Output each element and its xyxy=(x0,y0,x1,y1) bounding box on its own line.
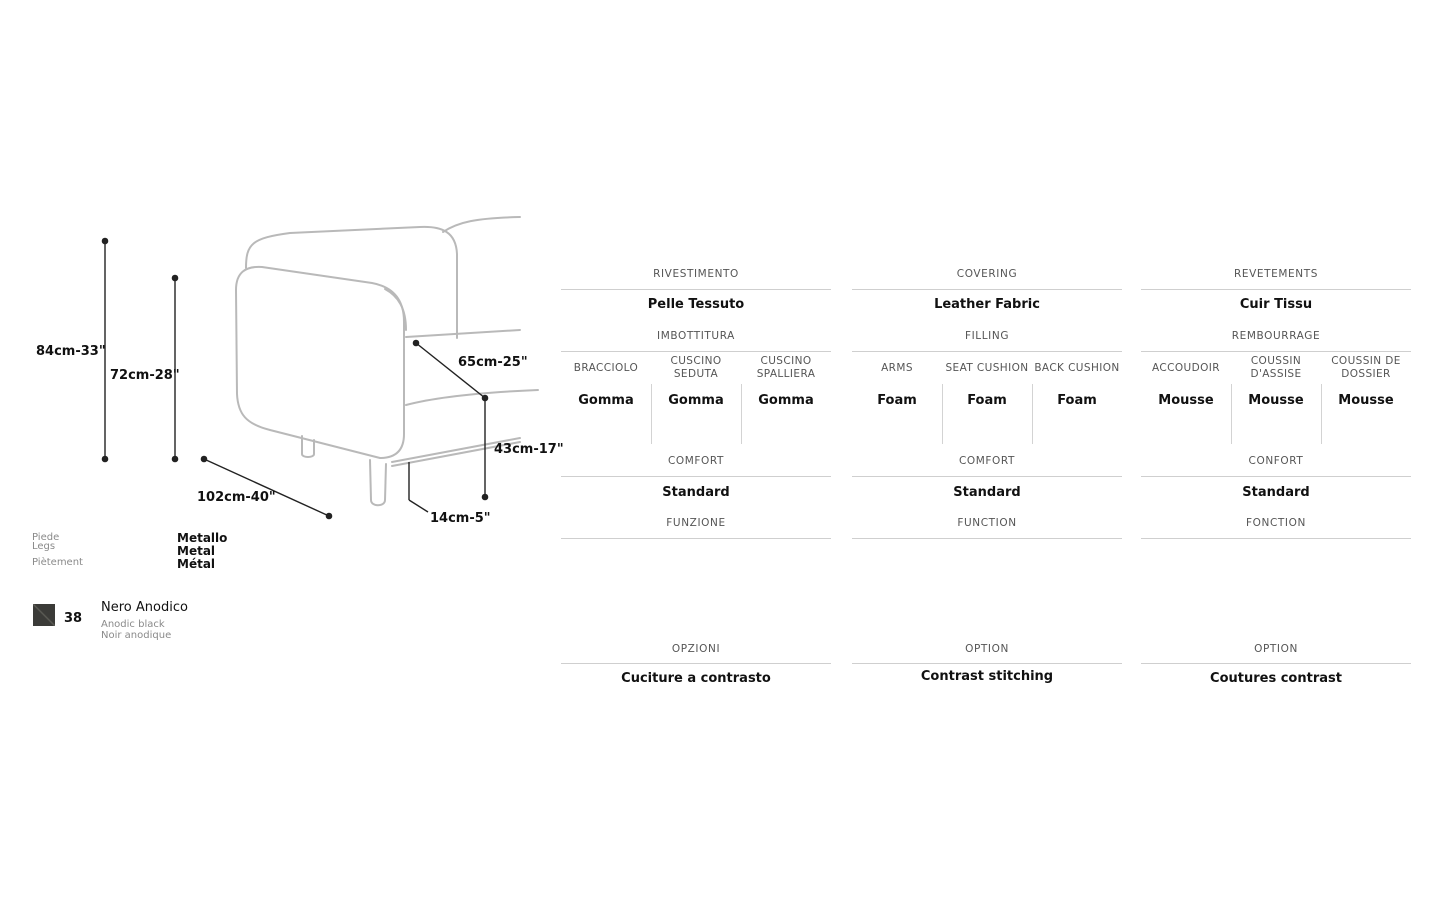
divider xyxy=(1141,289,1411,290)
filling-seat-header: CUSCINO SEDUTA xyxy=(670,355,722,380)
filling-back-header: COUSSIN DE DOSSIER xyxy=(1331,355,1401,380)
finish-swatch xyxy=(33,604,55,626)
finish-name: Nero Anodico xyxy=(101,600,188,615)
legs-value-en: Metal xyxy=(177,544,216,558)
legs-label-it: Piede xyxy=(32,532,60,543)
width-line xyxy=(203,458,330,517)
legs-value-it: Metallo xyxy=(177,531,228,545)
divider xyxy=(1141,351,1411,352)
divider xyxy=(1141,476,1411,477)
divider xyxy=(1141,663,1411,664)
option-header: OPTION xyxy=(1254,643,1298,655)
filling-arms-header: ACCOUDOIR xyxy=(1152,361,1220,374)
covering-value: Pelle Tessuto xyxy=(647,297,745,312)
filling-back-header: CUSCINO SPALLIERA xyxy=(756,355,816,380)
dimension-leg-height: 14cm-5" xyxy=(430,511,491,526)
sofa-drawing xyxy=(101,216,539,520)
filling-arms-value: Mousse xyxy=(1158,393,1214,408)
divider xyxy=(852,538,1122,539)
function-header: FUNZIONE xyxy=(666,517,726,529)
column-separator xyxy=(651,384,652,444)
legs-labels: Piede Legs Piètement xyxy=(32,532,83,569)
option-value: Coutures contrast xyxy=(1210,671,1342,686)
covering-header: RIVESTIMENTO xyxy=(653,268,739,280)
option-value: Cuciture a contrasto xyxy=(621,671,771,686)
divider xyxy=(561,538,831,539)
divider xyxy=(852,476,1122,477)
filling-header: IMBOTTITURA xyxy=(657,330,735,342)
column-separator xyxy=(1321,384,1322,444)
function-header: FONCTION xyxy=(1246,517,1306,529)
column-separator xyxy=(1032,384,1033,444)
filling-back-value: Mousse xyxy=(1338,393,1394,408)
covering-header: COVERING xyxy=(956,268,1018,280)
filling-seat-value: Foam xyxy=(967,393,1007,408)
divider xyxy=(852,289,1122,290)
divider xyxy=(561,663,831,664)
filling-back-value: Foam xyxy=(1057,393,1097,408)
filling-header: REMBOURRAGE xyxy=(1231,330,1321,342)
filling-seat-header: SEAT CUSHION xyxy=(945,361,1029,374)
divider xyxy=(852,663,1122,664)
option-header: OPZIONI xyxy=(671,643,721,655)
divider xyxy=(561,289,831,290)
dimension-depth: 65cm-25" xyxy=(458,355,528,370)
finish-code: 38 xyxy=(64,611,83,626)
covering-value: Leather Fabric xyxy=(934,297,1040,312)
filling-seat-header: COUSSIN D'ASSISE xyxy=(1250,355,1302,380)
legs-label-fr: Piètement xyxy=(32,557,83,568)
covering-value: Cuir Tissu xyxy=(1239,297,1313,312)
filling-arms-header: ARMS xyxy=(881,361,913,374)
legs-label-en: Legs xyxy=(32,541,56,552)
filling-seat-value: Mousse xyxy=(1248,393,1304,408)
finish-name-translations: Anodic black Noir anodique xyxy=(101,619,171,641)
filling-arms-value: Gomma xyxy=(578,393,634,408)
filling-arms-value: Foam xyxy=(877,393,917,408)
dimension-width: 102cm-40" xyxy=(197,490,276,505)
column-separator xyxy=(942,384,943,444)
comfort-value: Standard xyxy=(1242,485,1310,500)
function-header: FUNCTION xyxy=(957,517,1017,529)
filling-back-header: BACK CUSHION xyxy=(1034,361,1120,374)
divider xyxy=(561,351,831,352)
divider xyxy=(852,351,1122,352)
finish-name-en: Anodic black xyxy=(101,619,165,630)
legs-values: Metallo Metal Métal xyxy=(177,532,227,571)
divider xyxy=(561,476,831,477)
column-separator xyxy=(741,384,742,444)
filling-arms-header: BRACCIOLO xyxy=(573,361,639,374)
comfort-header: COMFORT xyxy=(958,455,1016,467)
filling-back-value: Gomma xyxy=(758,393,814,408)
legs-value-fr: Métal xyxy=(177,557,216,571)
comfort-value: Standard xyxy=(953,485,1021,500)
filling-seat-value: Gomma xyxy=(668,393,724,408)
finish-name-fr: Noir anodique xyxy=(101,630,172,641)
comfort-header: CONFORT xyxy=(1248,455,1304,467)
option-value: Contrast stitching xyxy=(920,669,1054,684)
comfort-header: COMFORT xyxy=(667,455,725,467)
divider xyxy=(1141,538,1411,539)
comfort-value: Standard xyxy=(662,485,730,500)
option-header: OPTION xyxy=(965,643,1009,655)
depth-line xyxy=(415,342,486,399)
dimension-total-height: 84cm-33" xyxy=(36,344,106,359)
dimension-arm-height: 72cm-28" xyxy=(110,368,180,383)
column-separator xyxy=(1231,384,1232,444)
filling-header: FILLING xyxy=(964,330,1010,342)
dimension-seat-height: 43cm-17" xyxy=(494,442,564,457)
covering-header: REVETEMENTS xyxy=(1233,268,1319,280)
